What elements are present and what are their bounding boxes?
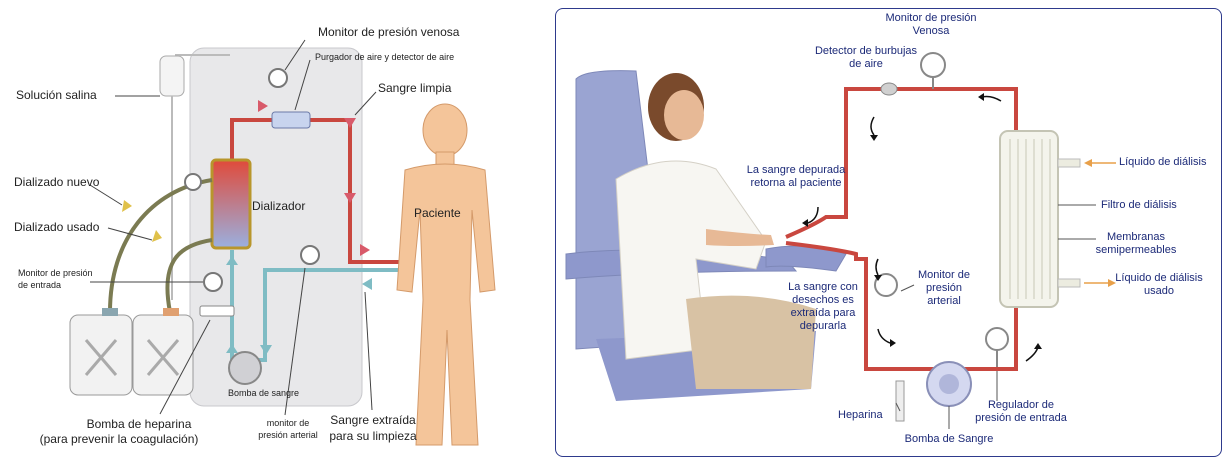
label-waste-blood-3: extraída para (778, 307, 868, 320)
label-waste-blood-1: La sangre con (778, 281, 868, 294)
label-returned-blood-2: retorna al paciente (731, 177, 861, 190)
label-used-liquid-2: usado (1104, 285, 1214, 298)
return-blood-line (786, 89, 1016, 237)
label-bubble-detector-2: de aire (801, 58, 931, 71)
label-used-liquid-1: Líquido de diálisis (1104, 272, 1214, 285)
label-clean-blood: Sangre limpia (378, 82, 451, 96)
right-diagram: Monitor de presión Venosa Detector de bu… (555, 8, 1222, 457)
heparin-syringe-icon (896, 381, 904, 421)
saline-bag (160, 56, 184, 96)
inlet-pressure-gauge-icon (986, 328, 1008, 350)
label-venous-monitor: Monitor de presión venosa (318, 26, 459, 40)
label-returned-blood-1: La sangre depurada (731, 164, 861, 177)
label-membranes-2: semipermeables (1076, 244, 1196, 257)
label-venous-monitor-1: Monitor de presión (866, 12, 996, 25)
dialyzer-icon (212, 160, 250, 248)
label-blood-pump: Bomba de sangre (228, 388, 299, 398)
label-inlet-regulator-2: presión de entrada (966, 412, 1076, 425)
inlet-pressure-gauge-icon (204, 273, 222, 291)
label-extracted-blood-2: para su limpieza (318, 430, 428, 444)
label-arterial-monitor-3: arterial (899, 295, 989, 308)
patient-face (664, 90, 704, 140)
patient-silhouette (397, 104, 495, 445)
venous-pressure-gauge-icon (269, 69, 287, 87)
blood-pump-icon (229, 352, 261, 384)
left-diagram: Monitor de presión venosa Purgador de ai… (0, 0, 540, 457)
dialysate-canister-used (133, 315, 193, 395)
arterial-pressure-gauge-icon (301, 246, 319, 264)
label-waste-blood-2: desechos es (778, 294, 868, 307)
label-inlet-monitor-2: de entrada (18, 280, 61, 290)
label-air-purger: Purgador de aire y detector de aire (315, 52, 454, 62)
label-new-dialysate: Dializado nuevo (14, 176, 99, 190)
label-dialysis-filter: Filtro de diálisis (1101, 199, 1177, 212)
label-bubble-detector-1: Detector de burbujas (801, 45, 931, 58)
label-heparin-pump-1: Bomba de heparina (34, 418, 244, 432)
label-heparin: Heparina (838, 409, 883, 422)
dialysate-canister-new (70, 315, 132, 395)
label-dialyzer: Dializador (252, 200, 305, 214)
label-inlet-regulator-1: Regulador de (966, 399, 1076, 412)
label-heparin-pump-2: (para prevenir la coagulación) (14, 433, 224, 447)
label-arterial-monitor-1: Monitor de (899, 269, 989, 282)
label-waste-blood-4: depurarla (778, 320, 868, 333)
bubble-detector-icon (881, 83, 897, 95)
label-extracted-blood-1: Sangre extraída (318, 414, 428, 428)
label-blood-pump: Bomba de Sangre (894, 433, 1004, 446)
label-inlet-monitor-1: Monitor de presión (18, 268, 93, 278)
label-arterial-monitor-2: presión (899, 282, 989, 295)
heparin-syringe-icon (200, 306, 234, 316)
label-dialysis-liquid: Líquido de diálisis (1119, 156, 1206, 169)
label-saline: Solución salina (16, 89, 97, 103)
air-detector-icon (272, 112, 310, 128)
label-used-dialysate: Dializado usado (14, 221, 99, 235)
label-patient: Paciente (414, 207, 461, 221)
label-venous-monitor-2: Venosa (866, 25, 996, 38)
label-membranes-1: Membranas (1076, 231, 1196, 244)
